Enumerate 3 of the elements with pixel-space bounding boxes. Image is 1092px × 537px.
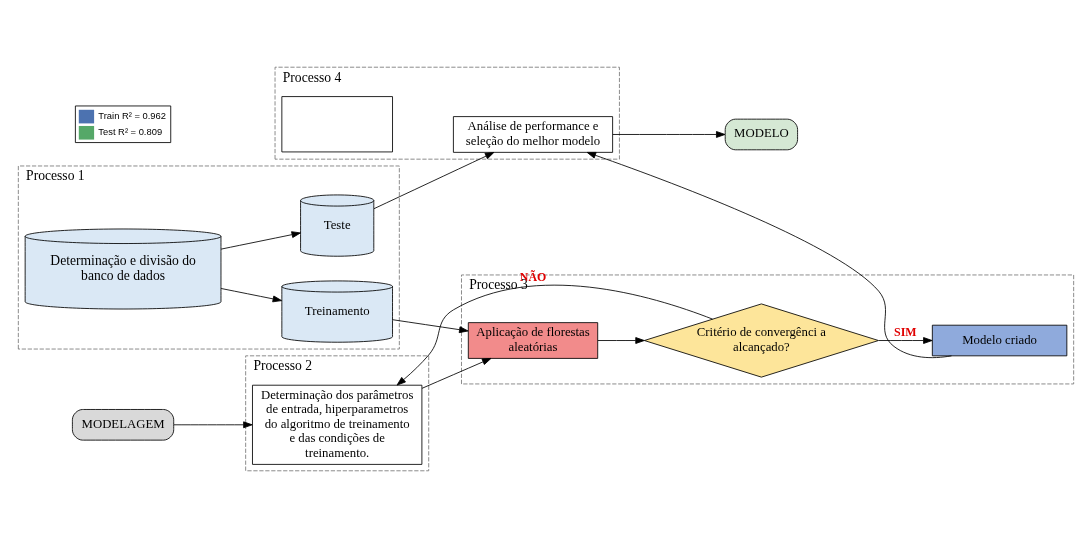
legend-label: Train R² = 0.962 [98,110,166,121]
edge-label: SIM [894,324,917,339]
legend-label: Test R² = 0.809 [98,126,163,137]
